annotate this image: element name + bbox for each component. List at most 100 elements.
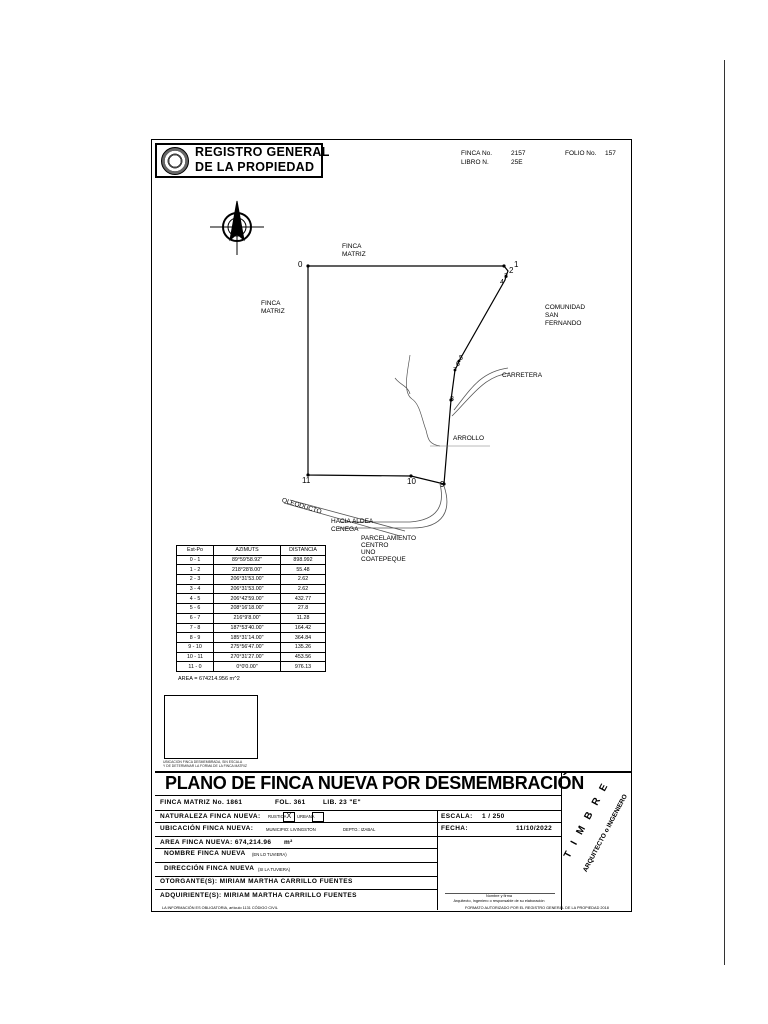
row-est-po: 9 - 10 (176, 641, 214, 653)
oleoducto-line (283, 499, 406, 537)
row-est-po: 7 - 8 (176, 622, 214, 634)
point-6-label: 6 (456, 361, 460, 368)
libro-value-form: LIB. 23 "E" (323, 799, 362, 806)
fecha-value: 11/10/2022 (516, 825, 553, 832)
urbana-checkbox[interactable] (312, 812, 324, 822)
finca-matriz-top-2: MATRIZ (342, 251, 366, 258)
row-distancia: 11.28 (280, 612, 326, 624)
finca-matriz-top-1: FINCA (342, 243, 362, 250)
parcelamiento-2: CENTRO (361, 542, 389, 549)
row-est-po: 1 - 2 (176, 564, 214, 576)
header-est-po: Est-Po (176, 545, 214, 556)
page-edge-line (724, 60, 725, 965)
header-distancia: DISTANCIA (280, 545, 326, 556)
row-azimut: 206°31'53.00" (213, 574, 281, 585)
row-est-po: 3 - 4 (176, 583, 214, 595)
table-header-row: Est-Po AZIMUTS DISTANCIA (176, 545, 326, 556)
point-10-label: 10 (407, 477, 416, 486)
title-top-rule (155, 771, 632, 773)
parcelamiento-1: PARCELAMIENTO (361, 535, 417, 542)
point-11-label: 11 (302, 476, 311, 485)
north-arrow-icon (210, 200, 264, 255)
point-4-label: 4 (500, 279, 504, 286)
libro-value: 25E (511, 159, 523, 166)
row-distancia: 364.84 (280, 632, 326, 643)
parcel-boundary (307, 265, 509, 485)
nombre-finca-value: (EN LO TUVIERA) (252, 852, 287, 857)
carretera-label: CARRETERA (502, 372, 543, 379)
rustica-checkbox[interactable]: X (283, 812, 295, 822)
col-divider (437, 810, 438, 910)
comunidad-1: COMUNIDAD (545, 304, 586, 311)
row-est-po: 11 - 0 (176, 661, 214, 672)
row-rule-7 (155, 889, 437, 890)
row-azimut: 185°31'14.00" (213, 632, 281, 643)
row-azimut: 218°28'8.00" (213, 564, 281, 576)
fecha-label: FECHA: (441, 825, 468, 832)
urbana-label: URBANA (297, 814, 315, 819)
registry-title-line1: REGISTRO GENERAL (195, 145, 330, 159)
point-0-label: 0 (298, 260, 303, 269)
firma-line-2: Arquitecto, Ingeniero o responsable de s… (453, 899, 545, 903)
direccion-label: DIRECCIÓN FINCA NUEVA (164, 865, 255, 872)
point-8-label: 8 (450, 396, 454, 403)
row-est-po: 2 - 3 (176, 574, 214, 585)
area-total: AREA = 674214.956 m^2 (178, 676, 240, 682)
finca-matriz-no: FINCA MATRIZ No. 1861 (160, 799, 243, 806)
row-azimut: 0°0'0.00" (213, 661, 281, 672)
road-hacia-cenega (338, 483, 448, 529)
row-distancia: 164.42 (280, 622, 326, 634)
location-sketch-box (164, 695, 258, 759)
row-rule-4 (155, 848, 437, 849)
signature-line (445, 893, 555, 894)
firma-line-1: Nombre y firma (486, 894, 512, 898)
row-distancia: 432.77 (280, 593, 326, 605)
finca-matriz-left-2: MATRIZ (261, 308, 285, 315)
row-rule-2 (155, 822, 561, 823)
finca-matriz-left-1: FINCA (261, 300, 281, 307)
adquiriente: ADQUIRIENTE(S): MIRIAM MARTHA CARRILLO F… (160, 892, 357, 899)
parcelamiento-4: COATEPEQUE (361, 556, 406, 563)
hacia-aldea-2: CENEGA (331, 526, 359, 533)
row-azimut: 270°31'27.00" (213, 651, 281, 663)
row-distancia: 2.62 (280, 583, 326, 595)
registry-logo-box: REGISTRO GENERAL DE LA PROPIEDAD (155, 143, 329, 178)
registry-title-line2: DE LA PROPIEDAD (195, 160, 315, 174)
row-distancia: 2.62 (280, 574, 326, 585)
row-rule-5 (155, 862, 437, 863)
row-distancia: 55.48 (280, 564, 326, 576)
direccion-value: (SI LA TUVIERA) (258, 867, 291, 872)
row-azimut: 89°59'58.92" (213, 554, 281, 566)
timbre-divider (561, 771, 562, 910)
road-carretera (451, 367, 511, 417)
comunidad-3: FERNANDO (545, 320, 582, 327)
location-caption-2: Y DE DETERMINAR LA FORMA DE LA FINCA MAT… (163, 764, 247, 768)
registry-seal-icon (161, 147, 189, 175)
row-distancia: 453.56 (280, 651, 326, 663)
row-distancia: 27.8 (280, 603, 326, 614)
comunidad-2: SAN (545, 312, 559, 319)
point-9-label: 9 (440, 480, 445, 489)
nombre-finca-label: NOMBRE FINCA NUEVA (164, 850, 246, 857)
row-azimut: 216°9'8.00" (213, 612, 281, 624)
point-7-label: 7 (453, 367, 457, 374)
libro-label: LIBRO N. (461, 159, 489, 166)
escala-value: 1 / 250 (482, 813, 505, 820)
point-1-label: 1 (514, 260, 519, 269)
location-caption-1: UBICACION FINCA DESMEMBRADA, SIN ESCALA (163, 760, 243, 764)
area-finca-nueva: AREA FINCA NUEVA: 674,214.96 (160, 839, 272, 846)
stream-arrollo (394, 354, 441, 447)
point-3-label: 3 (504, 273, 508, 280)
point-5-label: 5 (459, 355, 463, 362)
row-est-po: 4 - 5 (176, 593, 214, 605)
